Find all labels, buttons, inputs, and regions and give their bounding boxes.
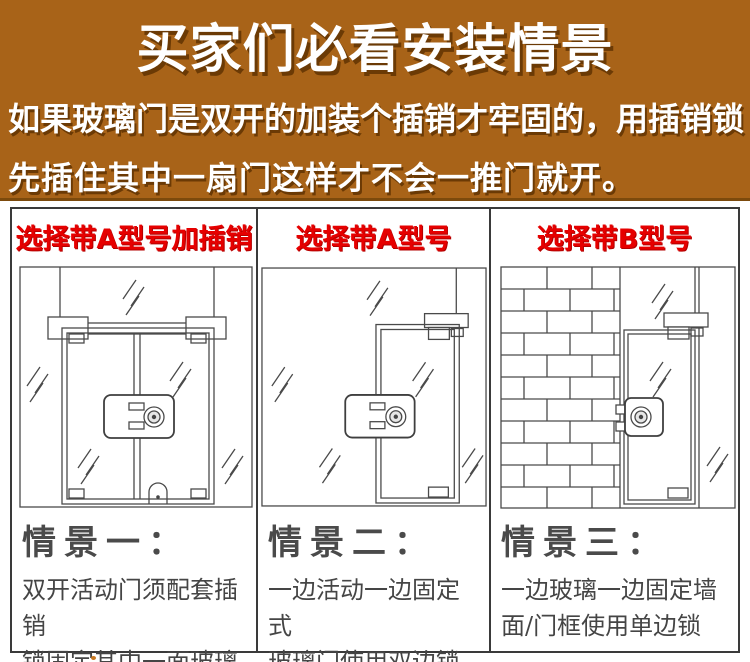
top-pivot-fitting <box>663 312 709 340</box>
column-3-header: 选择带B型号 <box>536 224 693 255</box>
column-1-header: 选择带A型号加插销 <box>15 224 253 255</box>
scenario-3-title: 情景三： <box>501 523 669 563</box>
scenario-3-desc-line1: 一边玻璃一边固定墙 <box>501 576 717 604</box>
scenario-2-desc-line1: 一边活动一边固定式 <box>268 576 460 640</box>
scenario-column-3: 选择带B型号 <box>489 209 738 651</box>
lock-icon <box>615 397 664 437</box>
banner-subtitle-line1: 如果玻璃门是双开的加装个插销才牢固的，用插销锁 <box>8 100 745 138</box>
scenario-1-title: 情景一： <box>22 523 190 563</box>
top-banner: 买家们必看安装情景 如果玻璃门是双开的加装个插销才牢固的，用插销锁 先插住其中一… <box>0 0 750 201</box>
column-3-caption: 情景三： 一边玻璃一边固定墙 面/门框使用单边锁 <box>491 509 738 644</box>
scenario-1-desc-line2: 锁固定其中一面玻璃门 <box>22 648 238 662</box>
column-3-diagram <box>491 264 738 509</box>
diagram-door-brick-wall <box>500 266 736 509</box>
scenario-2-title: 情景二： <box>268 523 436 563</box>
scenario-3-desc-line2: 面/门框使用单边锁 <box>501 612 702 640</box>
column-1-caption: 情景一： 双开活动门须配套插销 锁固定其中一面玻璃门 <box>12 509 256 662</box>
wall-frame <box>19 266 253 508</box>
brick-wall <box>501 267 621 508</box>
diagram-double-swing-doors <box>19 266 253 508</box>
scenario-1-desc-line1: 双开活动门须配套插销 <box>22 576 238 640</box>
column-2-header: 选择带A型号 <box>295 224 452 255</box>
column-2-diagram <box>258 264 489 509</box>
scenario-2-desc-line2: 玻璃门使用双边锁 <box>268 648 460 662</box>
glass-hatch-marks <box>271 280 484 484</box>
main-title: 买家们必看安装情景 <box>136 20 614 80</box>
diagram-single-door-fixed-glass <box>261 267 487 507</box>
scenario-column-1: 选择带A型号加插销 <box>12 209 256 662</box>
wall-frame <box>261 267 487 507</box>
floor-bolt-icon <box>148 482 168 504</box>
banner-subtitle-line2: 先插住其中一扇门这样才不会一推门就开。 <box>8 159 636 197</box>
stray-mark <box>91 656 96 660</box>
column-1-diagram <box>12 264 256 509</box>
lock-icon <box>344 394 416 439</box>
top-pivot-fitting <box>423 312 469 341</box>
column-2-caption: 情景二： 一边活动一边固定式 玻璃门使用双边锁 <box>258 509 489 662</box>
scenario-column-2: 选择带A型号 <box>256 209 489 662</box>
wall-frame <box>500 266 736 509</box>
lock-icon <box>103 394 175 439</box>
scenario-table: 选择带A型号加插销 <box>10 207 740 662</box>
